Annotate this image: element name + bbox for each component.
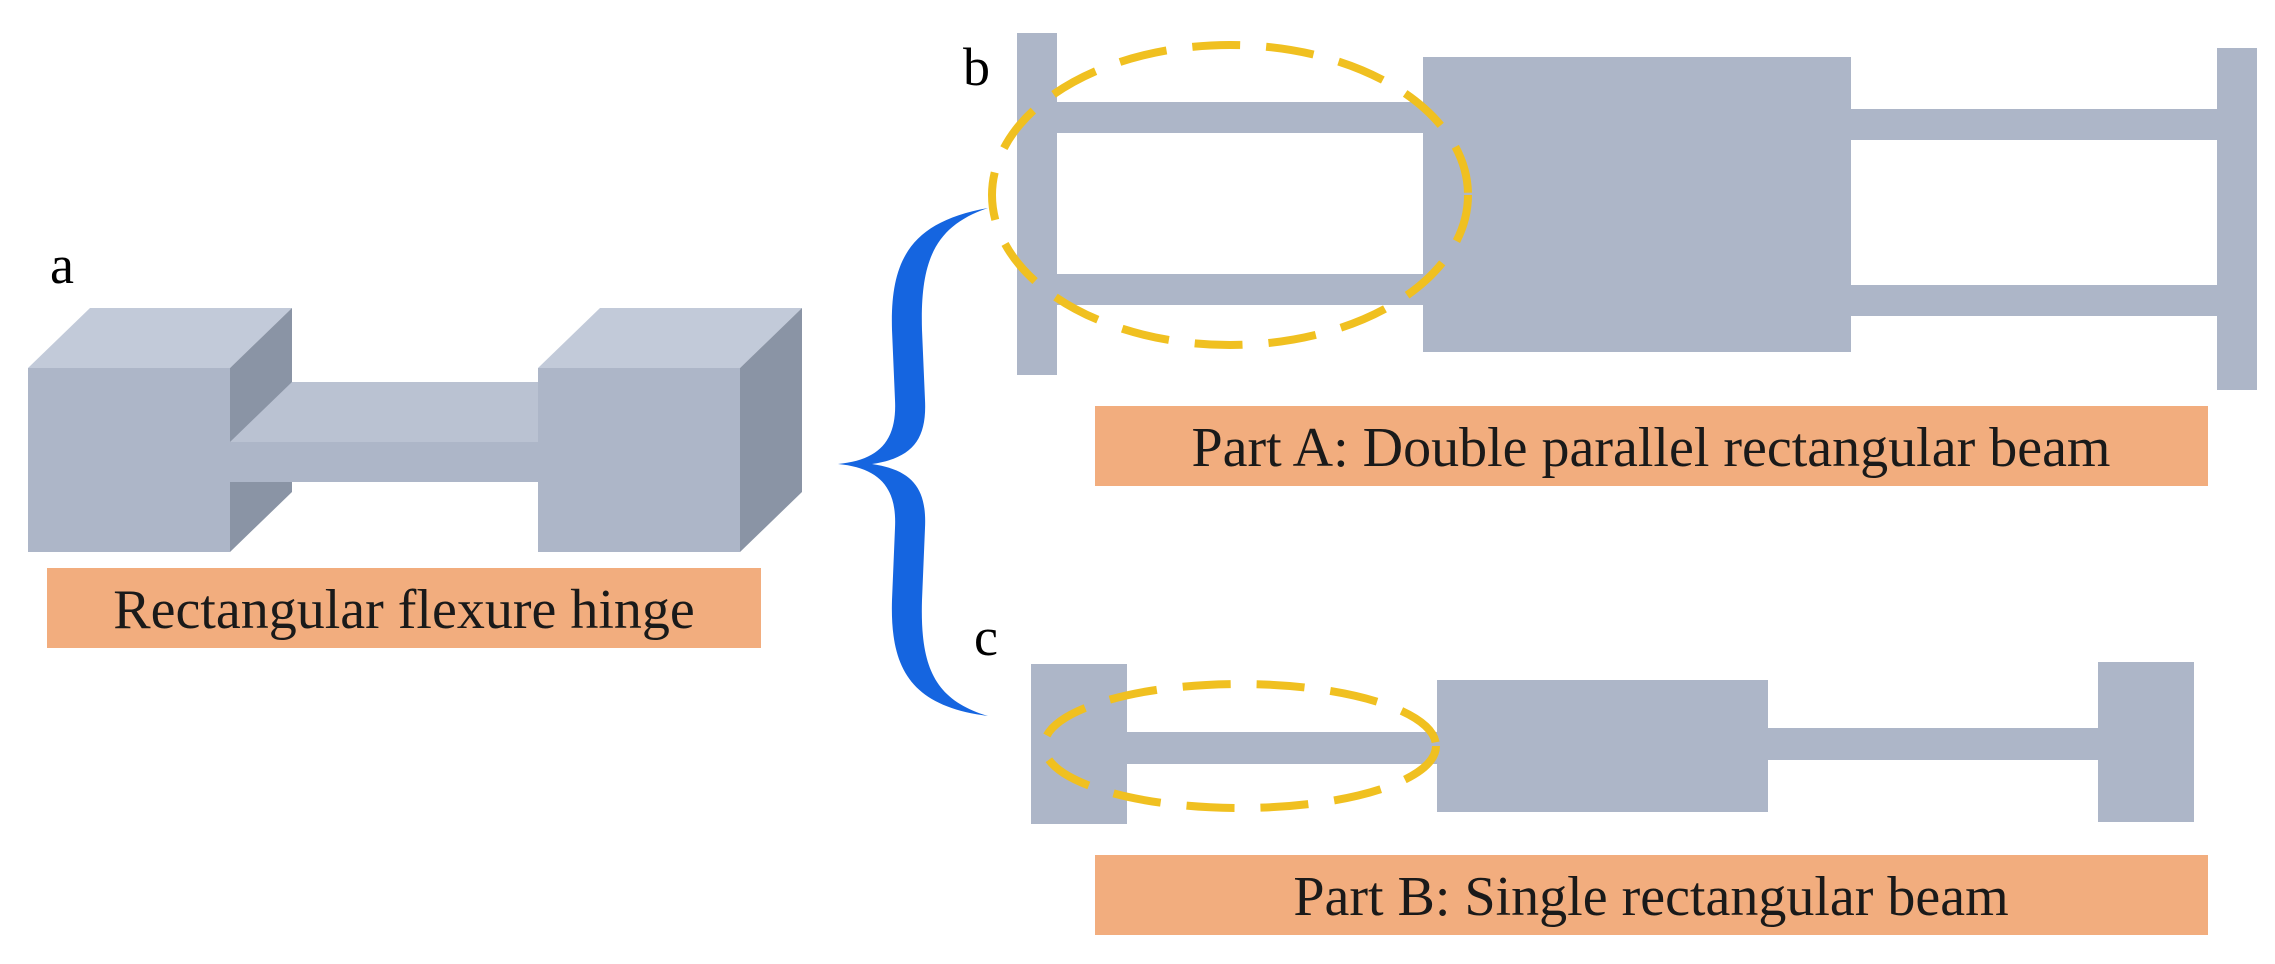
right-block-front	[538, 368, 740, 552]
left-fixed-plate	[1017, 33, 1057, 375]
panel-a: a Rectangular flexure hinge	[28, 235, 802, 648]
lower-left-beam	[1057, 274, 1423, 305]
left-single-beam	[1127, 732, 1437, 764]
panel-b-letter: b	[963, 37, 990, 97]
panel-c-letter: c	[974, 607, 998, 667]
double-parallel-beam-schematic	[988, 33, 2257, 390]
hinge-beam	[230, 382, 600, 482]
hinge-beam-front	[230, 442, 538, 482]
panel-b-label-box	[1095, 406, 2208, 486]
panel-c: c Part B: Single rectangular beam	[974, 607, 2208, 935]
upper-left-beam	[1057, 102, 1423, 133]
left-fixed-block	[1031, 664, 1127, 824]
flexure-hinge-3d-model	[28, 308, 802, 552]
panel-c-label-box	[1095, 855, 2208, 935]
panel-b: b Part A: Double parallel rectangular be…	[963, 33, 2257, 486]
highlight-ellipse-double-beam	[988, 41, 1472, 349]
single-beam-schematic	[1031, 662, 2194, 824]
right-block-top	[538, 308, 802, 368]
panel-c-caption: Part B: Single rectangular beam	[1293, 866, 2008, 928]
panel-b-caption: Part A: Double parallel rectangular beam	[1192, 417, 2111, 479]
right-single-beam	[1768, 728, 2098, 760]
left-block-top	[28, 308, 292, 368]
left-block	[28, 308, 292, 552]
center-block	[1423, 57, 1851, 352]
right-fixed-plate	[2217, 48, 2257, 390]
right-fixed-block	[2098, 662, 2194, 822]
panel-a-caption: Rectangular flexure hinge	[113, 579, 695, 641]
right-block	[538, 308, 802, 552]
center-single-block	[1437, 680, 1768, 812]
highlight-ellipse-single-beam	[1040, 680, 1440, 812]
right-block-side	[740, 308, 802, 552]
hinge-beam-top	[230, 382, 600, 442]
curly-brace-icon	[838, 208, 988, 716]
panel-a-label-box	[47, 568, 761, 648]
lower-right-beam	[1851, 285, 2217, 316]
left-block-front	[28, 368, 230, 552]
panel-a-letter: a	[50, 235, 74, 295]
upper-right-beam	[1851, 109, 2217, 140]
